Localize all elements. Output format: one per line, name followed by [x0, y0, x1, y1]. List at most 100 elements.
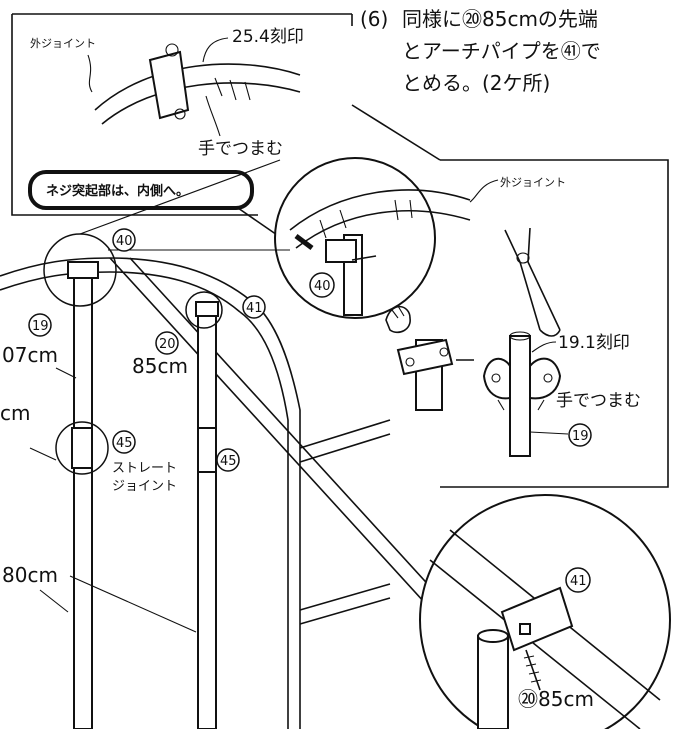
pliers-icon [504, 227, 561, 337]
step-line-3: とめる。(2ケ所) [402, 71, 550, 95]
pinch-arrow-top [205, 95, 221, 137]
step-line-2: とアーチパイプを㊶で [402, 39, 601, 63]
part-45b-badge [216, 448, 240, 472]
hand-icon [385, 305, 411, 334]
arch-pipe-outer [94, 63, 301, 111]
warning-border [28, 170, 254, 210]
length-left-cm-label: cm [0, 401, 30, 425]
part-41-badge-bottom [565, 567, 591, 593]
part-45a-number: 45 [116, 436, 133, 451]
detail-clamp [325, 239, 357, 263]
detail-arch-outer [289, 189, 471, 231]
pipe-19-detail: 19.1刻印 手でつまむ 19 [482, 331, 641, 457]
straight-joint-label-1: ストレート [112, 461, 177, 476]
clamp-detail-body [396, 338, 454, 376]
detail-bolt [351, 255, 377, 261]
magnify-circle-45-main [55, 421, 109, 475]
mark-25-4-arrow [202, 37, 229, 63]
detail-part-40-number: 40 [314, 279, 331, 294]
clamp-part-detail [396, 338, 474, 411]
clamp-detail-hole-left [405, 357, 415, 367]
arch-pipe-main-inner [0, 271, 241, 313]
callout-diagonal [351, 104, 441, 161]
part-20-length-bottom: ⑳85cm [518, 687, 594, 711]
detail-outer-joint-leader [469, 179, 499, 203]
bottom-vertical-pipe [477, 635, 509, 729]
outer-joint-leader [87, 54, 93, 93]
step-number: (6) [360, 7, 388, 31]
joint-40-callout-line-a [79, 159, 281, 235]
pipe-19-body [509, 335, 531, 457]
magnify-circle-41-main [185, 291, 223, 329]
bottom-pipe-top [477, 629, 509, 643]
vertical-pipe-19 [73, 271, 93, 729]
mark-19-1-leader [531, 341, 557, 353]
tape-wraps [214, 77, 251, 101]
part-20-number-main: 20 [159, 337, 176, 352]
main-frame: 40 41 45 45 ストレート ジョイント 19 07cm 20 85cm … [0, 159, 561, 729]
arch-pipe-right-inner [239, 311, 289, 729]
pinch-label-right: 手でつまむ [556, 391, 641, 411]
clamp-hole-bottom [174, 108, 186, 120]
warning-box: ネジ突起部は、内側へ。 [28, 170, 297, 249]
straight-joint-20 [197, 427, 217, 473]
length-107-label: 07cm [2, 343, 58, 367]
pinch-arrow-right [537, 399, 545, 411]
part-40-badge-main [112, 228, 136, 252]
bottom-bolt-threads [523, 655, 542, 683]
callout-border-left [11, 14, 258, 216]
part-40-number-main: 40 [116, 234, 133, 249]
straight-joint-label-2: ジョイント [112, 479, 177, 494]
length-180-leader-a [39, 589, 69, 613]
clamp-hole-top [165, 43, 179, 57]
length-180-label: 80cm [2, 563, 58, 587]
part-20-badge-main [155, 331, 179, 355]
step-line-1: 同様に⑳85cmの先端 [402, 7, 598, 31]
pinch-arrow-left [497, 399, 505, 411]
part-41-number-main: 41 [246, 301, 263, 316]
joint-41-clamp [195, 301, 219, 317]
pipe-19-wing-right [529, 357, 562, 400]
step-instruction: (6) 同様に⑳85cmの先端 とアーチパイプを㊶で とめる。(2ケ所) [360, 7, 601, 95]
detail-joint-circle: 40 外ジョイント [274, 157, 566, 319]
straight-joint-19 [71, 427, 93, 469]
joint-40-clamp [67, 261, 99, 279]
mark-25-4-label: 25.4刻印 [232, 27, 304, 47]
wing-right-hole [543, 373, 553, 383]
part-19-number-detail: 19 [572, 429, 589, 444]
mark-19-1-label: 19.1刻印 [558, 333, 630, 353]
vertical-pipe-20 [197, 311, 217, 729]
detail-box-border [440, 159, 669, 488]
outer-joint-clamp [148, 50, 190, 120]
detail-part-40-badge [309, 272, 335, 298]
detail-arch-inner [295, 210, 471, 249]
wing-left-hole [491, 373, 501, 383]
part-19-badge-main [28, 313, 52, 337]
part-45b-number: 45 [220, 454, 237, 469]
pinch-label-top: 手でつまむ [198, 139, 283, 159]
bottom-clamp-hole [519, 623, 531, 635]
callout-box-top: 外ジョイント 25.4刻印 手でつまむ [11, 13, 669, 488]
length-85-label: 85cm [132, 354, 188, 378]
clamp-detail-hole-right [439, 347, 449, 357]
cross-pipe-lower [299, 583, 391, 625]
length-107-leader [55, 367, 77, 379]
bottom-arch-inner [429, 559, 641, 729]
detail-outer-joint-label: 外ジョイント [500, 176, 566, 189]
part-41-badge-main [242, 295, 266, 319]
arch-pipe-inner [101, 82, 301, 125]
part-45a-badge [112, 430, 136, 454]
outer-joint-label: 外ジョイント [30, 37, 96, 50]
part-19-badge-detail [568, 423, 592, 447]
cross-pipe-upper [299, 419, 391, 463]
warning-text: ネジ突起部は、内側へ。 [46, 183, 189, 199]
part-41-number-bottom: 41 [570, 574, 587, 589]
length-180-leader-b [69, 575, 197, 633]
length-left-leader [29, 447, 57, 461]
part-19-number-main: 19 [32, 319, 49, 334]
detail-tape-wraps [319, 199, 413, 239]
pipe-19-wing-left [482, 357, 511, 400]
part-19-leader-detail [529, 431, 569, 435]
detail-thread-marker [294, 234, 314, 250]
